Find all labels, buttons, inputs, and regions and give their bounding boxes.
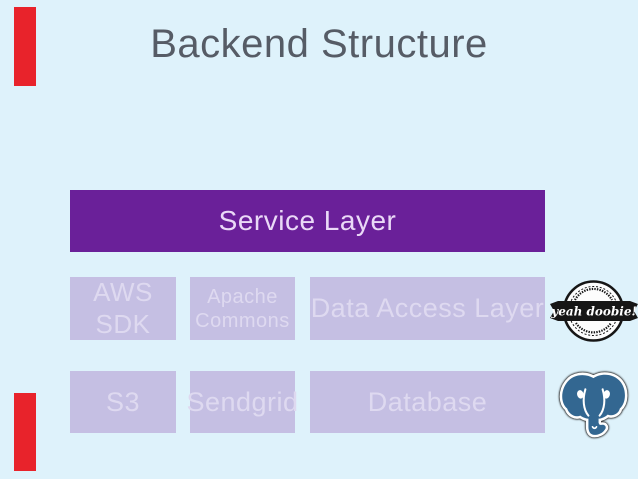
red-accent-bar-top xyxy=(14,7,36,86)
yeah-doobie-badge-sticker: yeah doobie! xyxy=(550,275,638,349)
database-box: Database xyxy=(310,371,545,433)
page-title: Backend Structure xyxy=(150,22,488,66)
s3-label: S3 xyxy=(105,386,141,417)
postgresql-elephant-icon xyxy=(559,372,628,438)
data-access-layer-label: Data Access Layer xyxy=(310,293,545,324)
stamp-ribbon-badge-icon: yeah doobie! xyxy=(550,280,638,342)
service-layer-label: Service Layer xyxy=(218,205,397,237)
apache-commons-box: Apache Commons xyxy=(190,277,295,340)
aws-sdk-label: AWS SDK xyxy=(93,277,153,339)
database-label: Database xyxy=(367,386,488,417)
apache-commons-label: Apache Commons xyxy=(195,285,290,332)
sendgrid-label: Sendgrid xyxy=(186,386,299,417)
postgresql-sticker xyxy=(555,370,633,439)
s3-box: S3 xyxy=(70,371,176,433)
sendgrid-box: Sendgrid xyxy=(186,371,298,433)
service-layer-box: Service Layer xyxy=(70,190,545,252)
aws-sdk-box: AWS SDK xyxy=(70,277,176,340)
badge-ribbon-label: yeah doobie! xyxy=(550,305,637,319)
data-access-layer-box: Data Access Layer xyxy=(310,277,545,340)
red-accent-bar-bottom xyxy=(14,393,36,471)
